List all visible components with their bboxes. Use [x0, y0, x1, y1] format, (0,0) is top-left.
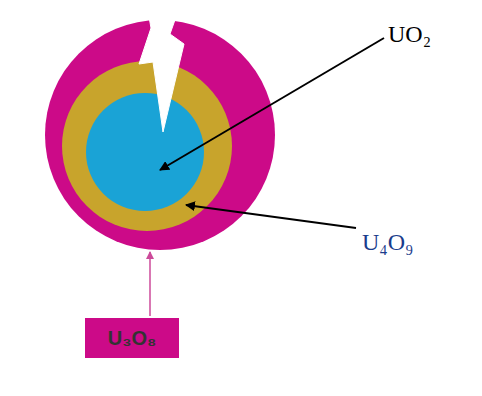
u3o8-box: U₃O₈ [85, 318, 179, 358]
box-text: U₃O₈ [108, 328, 157, 348]
leader-line [160, 38, 384, 170]
crack [139, 0, 184, 132]
u4o9-layer [62, 61, 232, 231]
leader-line [186, 205, 356, 228]
uo2-core [86, 93, 204, 211]
leader-line [149, 252, 151, 316]
uo2-label: UO₂ [388, 22, 431, 46]
u4o9-label: U₄O₉ [362, 230, 413, 254]
